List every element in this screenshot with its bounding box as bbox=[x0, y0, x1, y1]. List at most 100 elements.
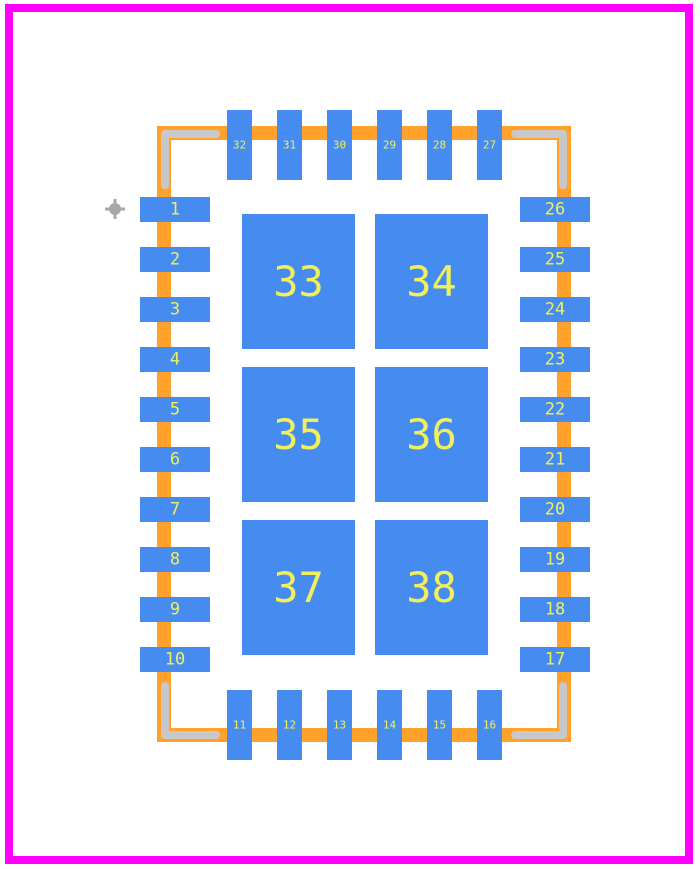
pad-4-shape bbox=[140, 347, 210, 372]
pad-15: 15 bbox=[427, 690, 452, 760]
pad-18: 18 bbox=[520, 597, 590, 622]
pad-2-shape bbox=[140, 247, 210, 272]
pad-19-label: 19 bbox=[545, 550, 565, 570]
pad-18-shape bbox=[520, 597, 590, 622]
pad-26-shape bbox=[520, 197, 590, 222]
pad-26: 26 bbox=[520, 197, 590, 222]
pad-18-label: 18 bbox=[545, 600, 565, 620]
thermal-pad-36-shape bbox=[375, 367, 488, 502]
pad-20-shape bbox=[520, 497, 590, 522]
pad-3-label: 3 bbox=[170, 300, 180, 320]
pad-10-label: 10 bbox=[165, 650, 185, 670]
pad-16-label: 16 bbox=[483, 719, 496, 732]
pad-28-label: 28 bbox=[433, 139, 446, 152]
corner-marker-top-right bbox=[511, 130, 567, 189]
pad-11-shape bbox=[227, 690, 252, 760]
pad-14-label: 14 bbox=[383, 719, 397, 732]
pad-30-shape bbox=[327, 110, 352, 180]
pad-5-shape bbox=[140, 397, 210, 422]
thermal-pad-35: 35 bbox=[242, 367, 355, 502]
pad-4: 4 bbox=[140, 347, 210, 372]
pad-16: 16 bbox=[477, 690, 502, 760]
pad-23-label: 23 bbox=[545, 350, 565, 370]
pad-8-shape bbox=[140, 547, 210, 572]
pad-24-shape bbox=[520, 297, 590, 322]
pad-9-label: 9 bbox=[170, 600, 180, 620]
pad-8: 8 bbox=[140, 547, 210, 572]
pad-24-label: 24 bbox=[545, 300, 565, 320]
pad-25: 25 bbox=[520, 247, 590, 272]
pad-3-shape bbox=[140, 297, 210, 322]
pad-29-shape bbox=[377, 110, 402, 180]
pad-15-shape bbox=[427, 690, 452, 760]
thermal-pad-34-label: 34 bbox=[406, 257, 457, 306]
pad-31-label: 31 bbox=[283, 139, 296, 152]
pad-17-label: 17 bbox=[545, 650, 565, 670]
pad-27-shape bbox=[477, 110, 502, 180]
pad-19-shape bbox=[520, 547, 590, 572]
pad-4-label: 4 bbox=[170, 350, 180, 370]
pad-8-label: 8 bbox=[170, 550, 180, 570]
pad-12: 12 bbox=[277, 690, 302, 760]
thermal-pad-38-shape bbox=[375, 520, 488, 655]
pad-32-label: 32 bbox=[233, 139, 246, 152]
corner-marker-bottom-left bbox=[161, 682, 220, 739]
pad-27: 27 bbox=[477, 110, 502, 180]
pad-3: 3 bbox=[140, 297, 210, 322]
pad-1: 1 bbox=[140, 197, 210, 222]
thermal-pad-33-shape bbox=[242, 214, 355, 349]
pad-1-shape bbox=[140, 197, 210, 222]
thermal-pad-33-label: 33 bbox=[273, 257, 324, 306]
pad-10-shape bbox=[140, 647, 210, 672]
pad-21: 21 bbox=[520, 447, 590, 472]
pin1-marker bbox=[105, 199, 125, 219]
thermal-pad-37: 37 bbox=[242, 520, 355, 655]
pad-25-label: 25 bbox=[545, 250, 565, 270]
corner-marker-top-left bbox=[161, 130, 220, 189]
pad-28-shape bbox=[427, 110, 452, 180]
pad-21-label: 21 bbox=[545, 450, 565, 470]
thermal-pad-33: 33 bbox=[242, 214, 355, 349]
pad-23-shape bbox=[520, 347, 590, 372]
pad-15-label: 15 bbox=[433, 719, 446, 732]
pad-22-shape bbox=[520, 397, 590, 422]
pad-32: 32 bbox=[227, 110, 252, 180]
pad-14: 14 bbox=[377, 690, 402, 760]
pad-17-shape bbox=[520, 647, 590, 672]
pin1-marker-cross bbox=[105, 199, 125, 219]
pad-7-shape bbox=[140, 497, 210, 522]
silkscreen-outline bbox=[157, 126, 571, 742]
pad-13-shape bbox=[327, 690, 352, 760]
thermal-pad-35-shape bbox=[242, 367, 355, 502]
pad-5: 5 bbox=[140, 397, 210, 422]
thermal-pad-34: 34 bbox=[375, 214, 488, 349]
thermal-pad-38: 38 bbox=[375, 520, 488, 655]
pad-29-label: 29 bbox=[383, 139, 396, 152]
pad-12-shape bbox=[277, 690, 302, 760]
pad-31: 31 bbox=[277, 110, 302, 180]
pad-2-label: 2 bbox=[170, 250, 180, 270]
pad-28: 28 bbox=[427, 110, 452, 180]
pad-20-label: 20 bbox=[545, 500, 565, 520]
thermal-pad-38-label: 38 bbox=[406, 563, 457, 612]
corner-marker-bottom-right bbox=[511, 682, 567, 739]
pad-26-label: 26 bbox=[545, 200, 565, 220]
pad-25-shape bbox=[520, 247, 590, 272]
pad-2: 2 bbox=[140, 247, 210, 272]
pad-22: 22 bbox=[520, 397, 590, 422]
pad-11: 11 bbox=[227, 690, 252, 760]
pad-27-label: 27 bbox=[483, 139, 496, 152]
pad-6-shape bbox=[140, 447, 210, 472]
pad-24: 24 bbox=[520, 297, 590, 322]
pad-30: 30 bbox=[327, 110, 352, 180]
pad-14-shape bbox=[377, 690, 402, 760]
pad-10: 10 bbox=[140, 647, 210, 672]
pad-11-label: 11 bbox=[233, 719, 246, 732]
pad-31-shape bbox=[277, 110, 302, 180]
pad-17: 17 bbox=[520, 647, 590, 672]
pad-23: 23 bbox=[520, 347, 590, 372]
pad-7-label: 7 bbox=[170, 500, 180, 520]
pad-21-shape bbox=[520, 447, 590, 472]
thermal-pad-34-shape bbox=[375, 214, 488, 349]
